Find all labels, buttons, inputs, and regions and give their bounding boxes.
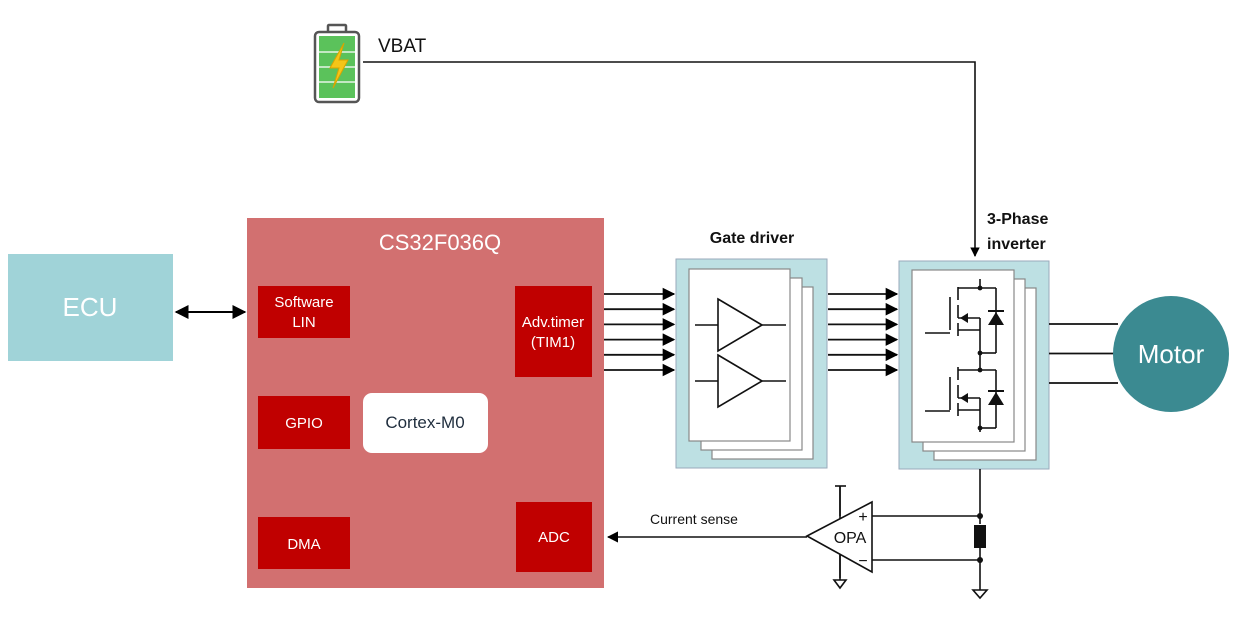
- battery-charging-icon: [313, 23, 361, 104]
- current-sense-label: Current sense: [650, 511, 738, 527]
- software-lin-label-2: LIN: [292, 314, 315, 331]
- shunt-resistor: [974, 525, 986, 548]
- adc-label: ADC: [538, 529, 570, 546]
- opamp-minus: −: [858, 553, 867, 570]
- ecu-block: [8, 254, 173, 361]
- software-lin-label-1: Software: [274, 294, 333, 311]
- inverter-title-2: inverter: [987, 236, 1046, 253]
- buffer-amplifier-icon: [695, 297, 786, 409]
- junction-dot: [977, 513, 983, 519]
- dma-label: DMA: [287, 536, 320, 553]
- dma-block: [258, 517, 350, 569]
- mosfet-details: [960, 285, 1004, 431]
- pwm-signal-lines-to-gate-driver: [604, 287, 676, 377]
- cortex-m0-label: Cortex-M0: [385, 413, 464, 432]
- gate-driver-title: Gate driver: [710, 230, 794, 247]
- motor-block: [1113, 296, 1229, 412]
- motor-phase-lines: [1049, 323, 1118, 384]
- junction-dot: [977, 557, 983, 563]
- opamp-label: OPA: [834, 530, 867, 547]
- inverter-page-1: [911, 269, 1015, 443]
- adv-timer-block: [515, 286, 592, 377]
- opamp-plus: +: [858, 509, 867, 526]
- vbat-label: VBAT: [378, 36, 427, 57]
- ecu-label: ECU: [63, 292, 118, 322]
- adv-timer-label-2: (TIM1): [531, 334, 575, 351]
- motor-label: Motor: [1138, 339, 1205, 369]
- cortex-m0-block: [363, 393, 488, 453]
- software-lin-block: [258, 286, 350, 338]
- adc-block: [516, 502, 592, 572]
- vbat-wire: [363, 61, 980, 257]
- adv-timer-label-1: Adv.timer: [522, 314, 584, 331]
- shunt-resistor-circuit: [871, 469, 989, 600]
- gate-signal-lines-to-inverter: [828, 287, 899, 377]
- gate-driver-page-1: [688, 268, 791, 442]
- gpio-label: GPIO: [285, 415, 323, 432]
- mcu-title: CS32F036Q: [379, 230, 501, 255]
- inverter-title-1: 3-Phase: [987, 211, 1048, 228]
- gpio-block: [258, 396, 350, 449]
